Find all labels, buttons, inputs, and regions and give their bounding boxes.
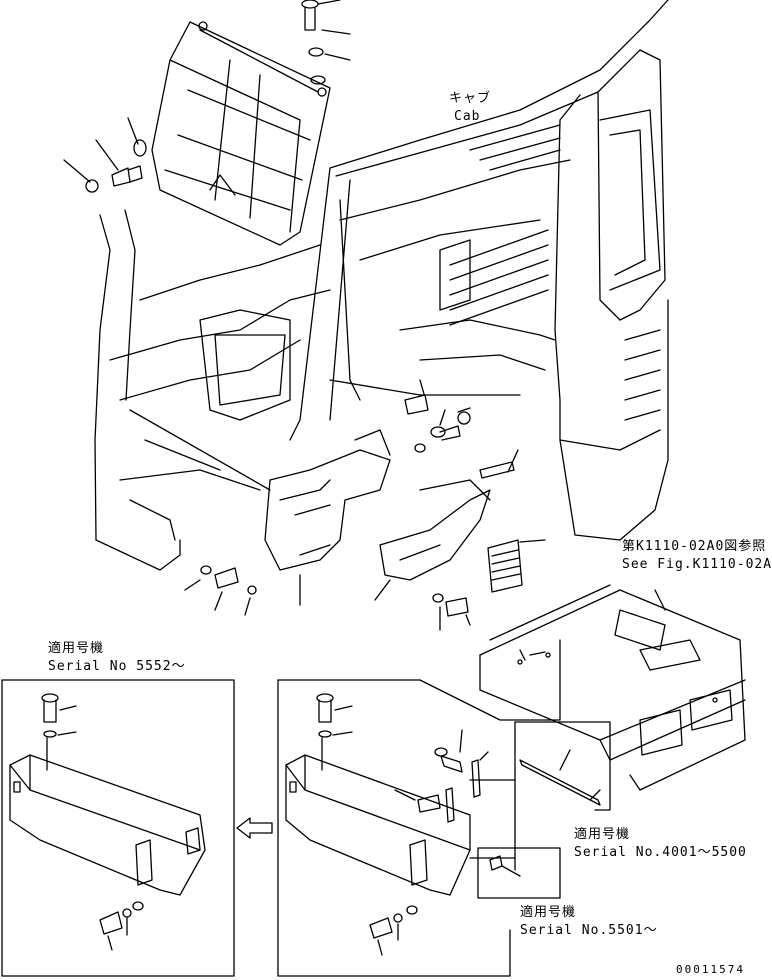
strip-inset <box>469 721 611 899</box>
middle-inset-part <box>285 693 489 956</box>
top-cover-panel <box>151 21 331 246</box>
cab-label-en: Cab <box>454 109 481 124</box>
cab-body <box>94 0 669 571</box>
reference-label-jp: 第K1110-02A0図参照 <box>622 539 767 554</box>
drawing-number: 00011574 <box>676 963 745 976</box>
left-inset-frame <box>1 679 235 977</box>
serial-left-label-en: Serial No 5552～ <box>48 659 186 674</box>
serial-bottom-label-jp: 適用号機 <box>520 905 577 920</box>
side-console <box>184 379 546 631</box>
serial-bottom-label-en: Serial No.5501～ <box>520 923 658 938</box>
reference-label-en: See Fig.K1110-02A0 <box>622 557 772 572</box>
control-box <box>479 584 746 791</box>
serial-left-label-jp: 適用号機 <box>48 641 105 656</box>
left-arrow-icon <box>236 817 273 839</box>
top-bolts <box>63 0 351 193</box>
middle-inset-frame <box>277 639 561 977</box>
serial-mid-label-jp: 適用号機 <box>574 827 631 842</box>
serial-mid-label-en: Serial No.4001～5500 <box>574 845 747 860</box>
left-inset-part <box>9 693 206 951</box>
cab-label-jp: キャブ <box>449 91 492 106</box>
